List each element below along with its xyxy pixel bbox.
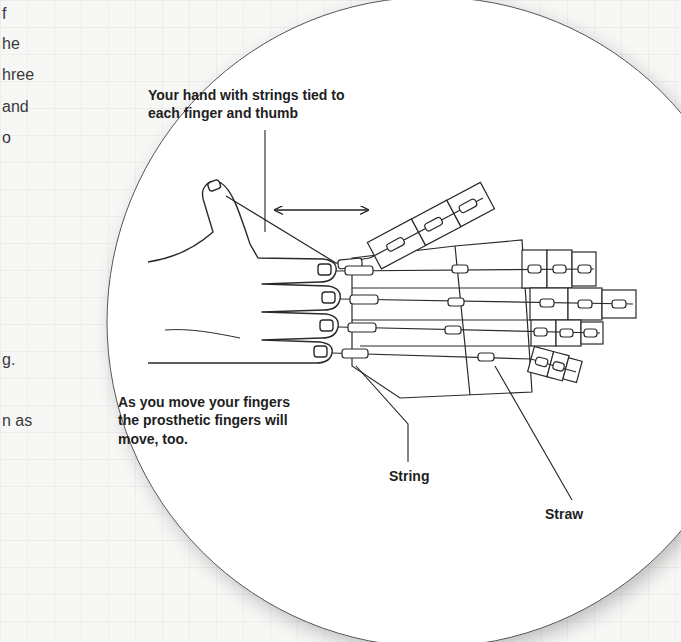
- body-text-fragment: g.: [2, 351, 15, 369]
- leader-line: [356, 366, 408, 462]
- thumb-nail: [207, 179, 221, 192]
- prosthetic-middle: [530, 288, 636, 320]
- prosthetic-ring: [531, 320, 603, 346]
- prosthetic-index: [522, 250, 596, 288]
- prosthetic-pinky: [528, 346, 583, 384]
- detail-circle: [107, 0, 681, 642]
- body-text-fragment: hree: [2, 66, 34, 84]
- body-text-fragment: n as: [2, 412, 32, 430]
- body-text-fragment: o: [2, 129, 11, 147]
- finger-nail: [314, 346, 327, 357]
- motion-arrow: [275, 209, 368, 210]
- leader-line: [264, 130, 265, 232]
- hand-outline: [148, 182, 340, 363]
- finger-nail: [322, 292, 335, 303]
- strings: [226, 196, 633, 372]
- body-text-fragment: he: [2, 35, 20, 53]
- callout-label: Straw: [545, 505, 583, 523]
- straws: [338, 198, 626, 372]
- palm-joint: [360, 345, 531, 346]
- pinky-string: [332, 353, 576, 372]
- body-text-fragment: and: [2, 98, 29, 116]
- finger-nail: [320, 320, 333, 331]
- palm-joint: [352, 287, 530, 288]
- prosthetic-thumb: [367, 182, 494, 269]
- callout-label: As you move your fingers the prosthetic …: [118, 393, 290, 448]
- finger-nail: [318, 264, 331, 275]
- leader-line: [495, 366, 572, 500]
- palm-crease: [165, 330, 240, 338]
- thumb-string: [226, 196, 370, 263]
- body-text-fragment: f: [2, 5, 6, 23]
- palm-joint: [352, 319, 531, 320]
- leader-lines: [265, 130, 572, 500]
- prosthetic-hand: [352, 182, 636, 398]
- callout-label: String: [389, 467, 429, 485]
- callout-label: Your hand with strings tied to each fing…: [148, 86, 353, 123]
